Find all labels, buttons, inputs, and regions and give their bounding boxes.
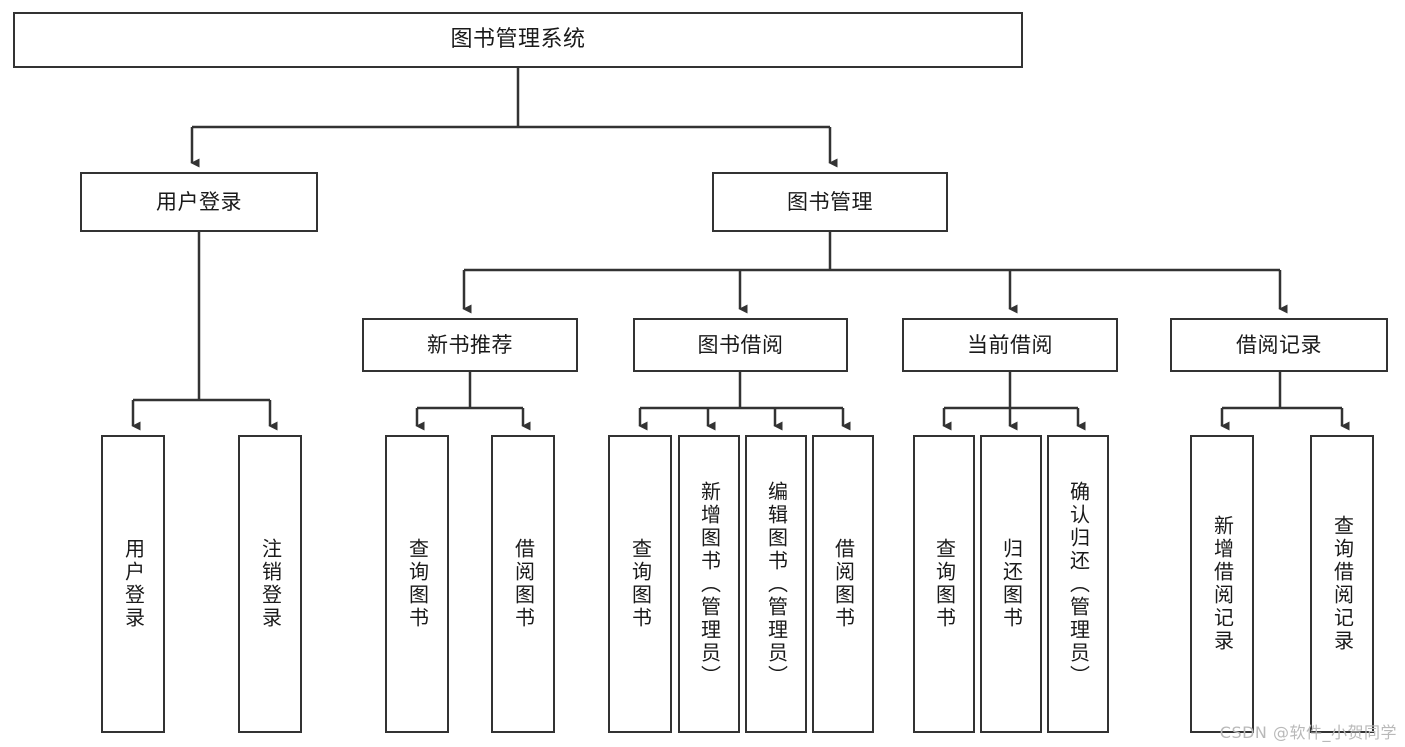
leaf-query-book-3-label: 查询图书	[932, 538, 957, 630]
node-new-book-recommend-label: 新书推荐	[427, 332, 513, 357]
leaf-confirm-return-label: 确认归还（管理员）	[1066, 480, 1091, 688]
leaf-add-book-label: 新增图书（管理员）	[697, 480, 722, 688]
leaf-borrow-book-2-label: 借阅图书	[831, 538, 856, 630]
node-user-login-label: 用户登录	[156, 189, 242, 214]
leaf-add-book[interactable]: 新增图书（管理员）	[678, 435, 740, 733]
leaf-edit-book[interactable]: 编辑图书（管理员）	[745, 435, 807, 733]
node-user-login[interactable]: 用户登录	[80, 172, 318, 232]
watermark: CSDN @软件_小贺同学	[1219, 723, 1397, 742]
leaf-return-book-label: 归还图书	[999, 538, 1024, 630]
leaf-query-book-3[interactable]: 查询图书	[913, 435, 975, 733]
leaf-user-login-label: 用户登录	[121, 538, 146, 630]
node-borrow-record-label: 借阅记录	[1236, 332, 1322, 357]
leaf-query-record-label: 查询借阅记录	[1330, 515, 1355, 653]
node-book-manage[interactable]: 图书管理	[712, 172, 948, 232]
leaf-confirm-return[interactable]: 确认归还（管理员）	[1047, 435, 1109, 733]
leaf-user-login[interactable]: 用户登录	[101, 435, 165, 733]
leaf-logout-login[interactable]: 注销登录	[238, 435, 302, 733]
node-root[interactable]: 图书管理系统	[13, 12, 1023, 68]
leaf-query-book-1-label: 查询图书	[405, 538, 430, 630]
leaf-query-book-2-label: 查询图书	[628, 538, 653, 630]
node-new-book-recommend[interactable]: 新书推荐	[362, 318, 578, 372]
leaf-return-book[interactable]: 归还图书	[980, 435, 1042, 733]
node-borrow-record[interactable]: 借阅记录	[1170, 318, 1388, 372]
leaf-add-record-label: 新增借阅记录	[1210, 515, 1235, 653]
node-book-manage-label: 图书管理	[787, 189, 873, 214]
node-current-borrow[interactable]: 当前借阅	[902, 318, 1118, 372]
node-book-borrow-label: 图书借阅	[697, 332, 784, 357]
node-book-borrow[interactable]: 图书借阅	[633, 318, 848, 372]
leaf-borrow-book-1-label: 借阅图书	[511, 538, 536, 630]
leaf-query-book-2[interactable]: 查询图书	[608, 435, 672, 733]
leaf-add-record[interactable]: 新增借阅记录	[1190, 435, 1254, 733]
leaf-query-record[interactable]: 查询借阅记录	[1310, 435, 1374, 733]
node-current-borrow-label: 当前借阅	[967, 332, 1053, 357]
leaf-borrow-book-2[interactable]: 借阅图书	[812, 435, 874, 733]
leaf-logout-login-label: 注销登录	[258, 538, 283, 630]
leaf-query-book-1[interactable]: 查询图书	[385, 435, 449, 733]
leaf-borrow-book-1[interactable]: 借阅图书	[491, 435, 555, 733]
leaf-edit-book-label: 编辑图书（管理员）	[764, 480, 789, 688]
node-root-label: 图书管理系统	[450, 27, 586, 53]
